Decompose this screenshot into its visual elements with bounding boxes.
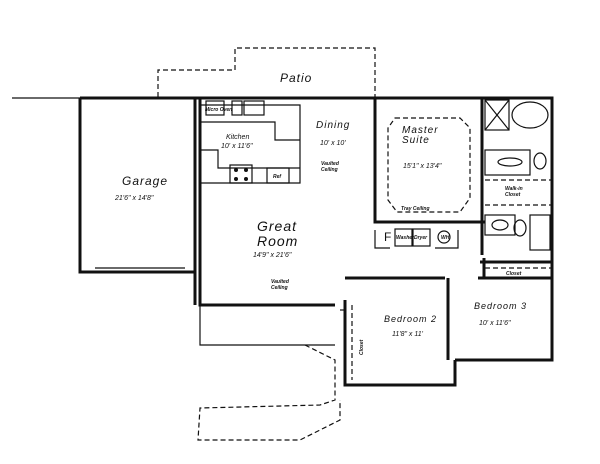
water-heater-label: WH: [441, 235, 450, 241]
master-suite-walls: [373, 98, 485, 255]
garage-size: 21'6" x 14'8": [114, 195, 154, 202]
garage-label: Garage: [122, 174, 168, 188]
bedroom2-label: Bedroom 2: [384, 314, 437, 324]
dining-ceiling-1: Vaulted: [321, 161, 340, 167]
bedroom3-closet-label: Closet: [506, 271, 522, 277]
great-room-label-2: Room: [257, 233, 298, 249]
bedroom3-label: Bedroom 3: [474, 301, 527, 311]
ref-label: Ref: [273, 174, 282, 180]
great-room-ceiling-2: Ceiling: [271, 285, 288, 291]
laundry-area: [374, 228, 459, 360]
kitchen-size: 10' x 11'6": [221, 143, 253, 150]
furnace-label: F: [384, 230, 392, 244]
dining-size: 10' x 10': [320, 140, 346, 147]
patio-label: Patio: [280, 71, 312, 85]
washer-label: Washer: [396, 235, 415, 241]
bedroom2-closet-label: Closet: [359, 339, 365, 355]
bedroom2-size: 11'8" x 11': [392, 331, 424, 338]
bedroom3-size: 10' x 11'6": [479, 320, 511, 327]
kitchen-counters: [200, 100, 301, 184]
micro-oven-label: Micro Oven: [205, 107, 232, 113]
dining-label: Dining: [316, 120, 350, 131]
dining-ceiling-2: Ceiling: [321, 167, 338, 173]
great-room-label-1: Great: [257, 218, 297, 234]
master-suite-label-2: Suite: [402, 135, 430, 146]
great-room-size: 14'9" x 21'6": [253, 252, 292, 259]
tray-ceiling-label: Tray Ceiling: [401, 206, 430, 212]
walkway-outline: [197, 344, 341, 441]
patio-outline: [12, 47, 376, 99]
exterior-walls: [78, 96, 554, 387]
great-room-ceiling-1: Vaulted: [271, 279, 290, 285]
walk-in-closet-label-1: Walk-in: [505, 186, 523, 192]
kitchen-label: Kitchen: [226, 134, 249, 141]
master-suite-size: 15'1" x 13'4": [403, 163, 442, 170]
master-suite-label-1: Master: [402, 125, 439, 136]
walk-in-closet-label-2: Closet: [505, 192, 521, 198]
dryer-label: Dryer: [414, 235, 428, 241]
bath-fixtures: [480, 99, 552, 278]
bedroom2-closet: [340, 305, 353, 380]
